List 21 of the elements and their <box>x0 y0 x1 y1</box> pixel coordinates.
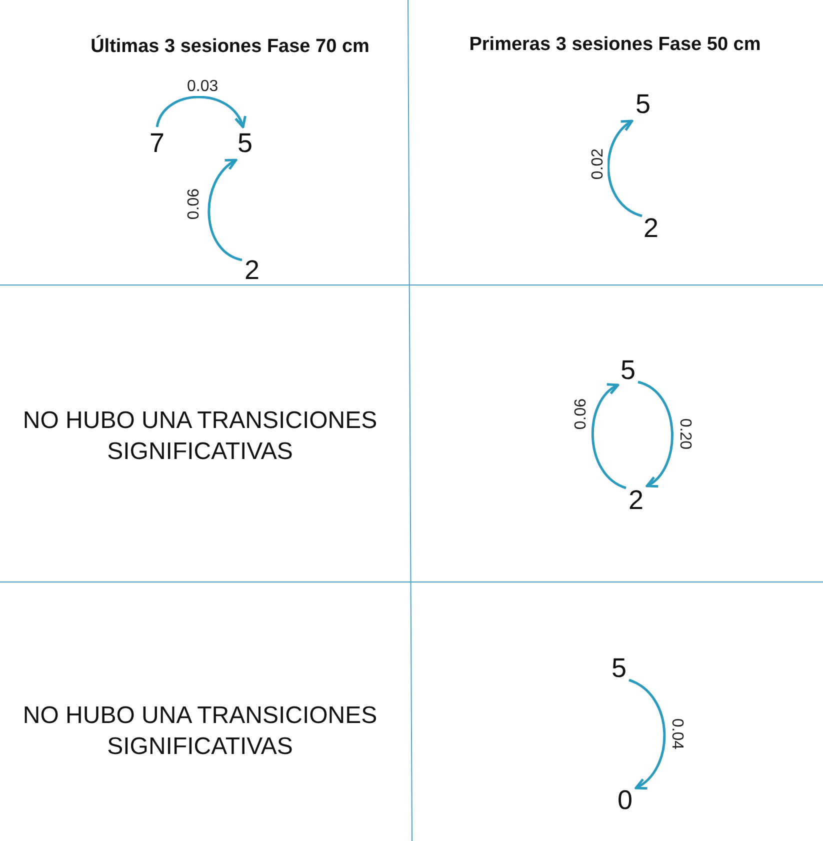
state-number: 0 <box>615 785 635 815</box>
transition-arrow <box>628 678 666 790</box>
state-number: 5 <box>633 89 653 119</box>
edge-label: 0.03 <box>186 78 220 96</box>
transition-arrow <box>208 158 242 262</box>
column-heading: Primeras 3 sesiones Fase 50 cm <box>468 33 762 57</box>
state-number: 7 <box>147 128 167 158</box>
transition-arrow <box>638 380 674 488</box>
transition-arrow <box>607 120 642 218</box>
state-number: 2 <box>626 485 646 515</box>
state-number: 2 <box>641 213 661 243</box>
column-heading: Últimas 3 sesiones Fase 70 cm <box>90 35 370 59</box>
state-number: 5 <box>609 653 629 683</box>
transition-arrow <box>156 96 246 128</box>
note-text: NO HUBO UNA TRANSICIONES SIGNIFICATIVAS <box>22 701 378 762</box>
edge-label: 0.02 <box>590 147 608 181</box>
state-number: 5 <box>618 355 638 385</box>
note-text: NO HUBO UNA TRANSICIONES SIGNIFICATIVAS <box>22 406 378 468</box>
state-number: 2 <box>242 255 262 285</box>
state-number: 5 <box>235 128 255 158</box>
transition-arrow <box>592 384 627 490</box>
